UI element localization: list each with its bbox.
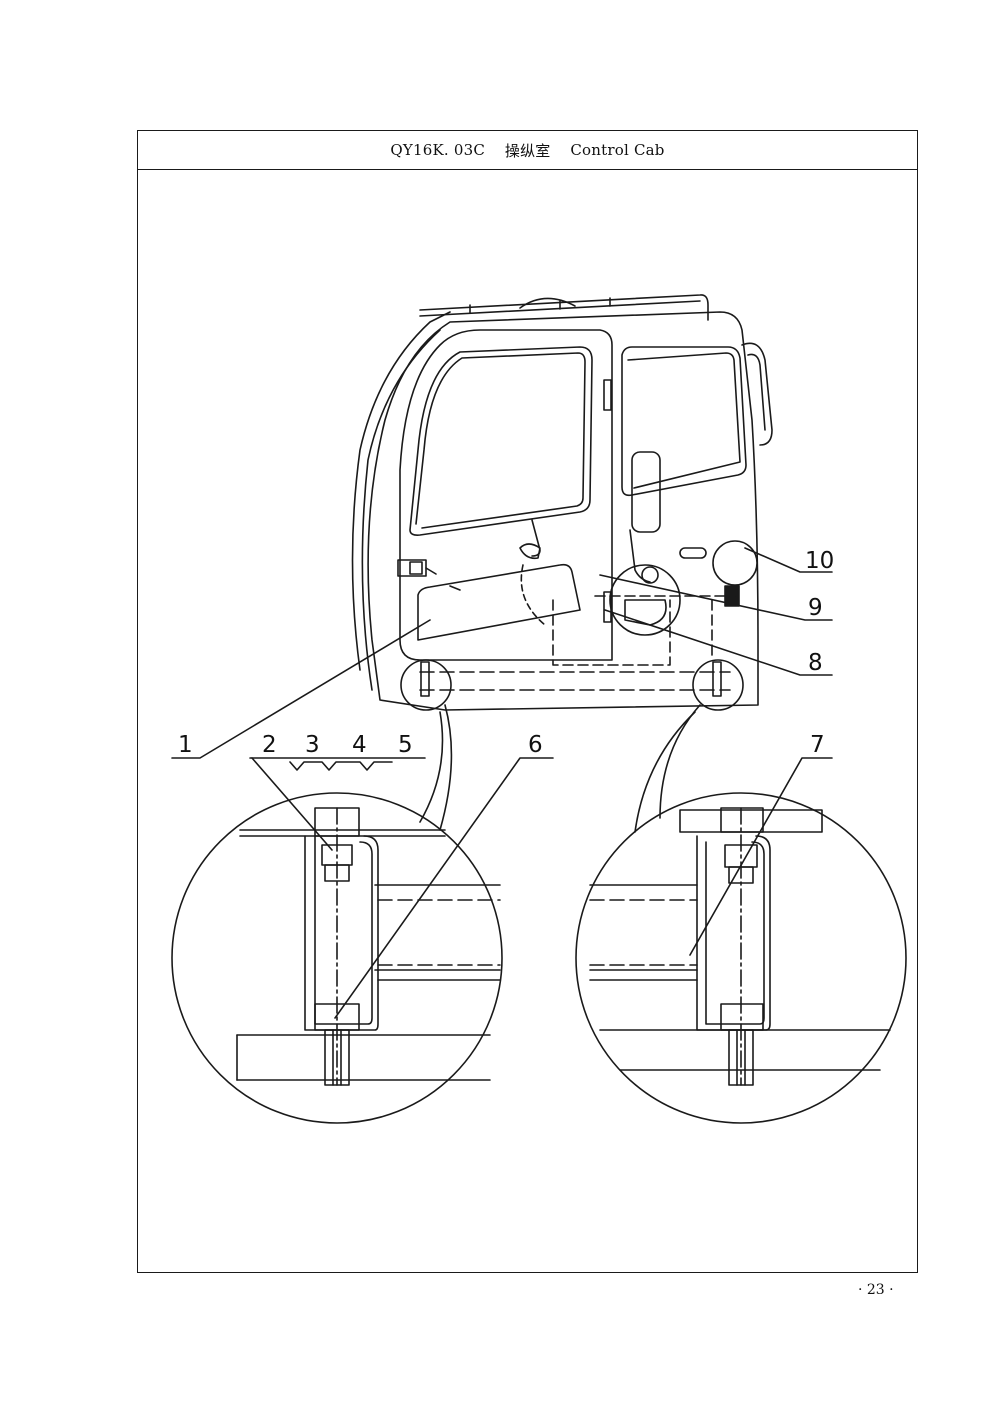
callout-9-leader: [599, 574, 833, 621]
callout-4: 4: [352, 732, 367, 758]
door-lower-panel: [417, 563, 581, 641]
detail-b-view: [575, 792, 907, 1124]
callout-6-leader: [334, 757, 554, 1019]
cab-outer-shell: [367, 311, 759, 711]
callout-6: 6: [528, 732, 543, 758]
door-lock-ring: [609, 564, 681, 636]
callout-10-leader: [744, 547, 833, 573]
part-code: QY16K. 03C: [390, 141, 486, 159]
roof-rail: [419, 294, 709, 321]
mirror-mount: [712, 540, 758, 586]
callout-9: 9: [808, 595, 823, 621]
detail-a-view: [171, 792, 503, 1124]
title-block: QY16K. 03C 操纵室 Control Cab: [138, 131, 917, 170]
callout-5: 5: [398, 732, 413, 758]
door-window: [409, 346, 593, 536]
callout-7-leader: [689, 757, 833, 956]
roof-hatch: [519, 297, 576, 309]
side-window: [621, 346, 747, 497]
callout-1: 1: [178, 732, 193, 758]
cab-door: [399, 329, 613, 661]
callout-8-leader: [604, 609, 833, 676]
callout-2: 2: [262, 732, 277, 758]
callout-7: 7: [810, 732, 825, 758]
side-grab-handle: [741, 342, 773, 446]
title-english: Control Cab: [570, 141, 665, 159]
callout-1-leader: [171, 619, 431, 759]
title-chinese: 操纵室: [504, 141, 551, 160]
callout-10: 10: [805, 548, 834, 574]
callout-8: 8: [808, 650, 823, 676]
page-number: · 23 ·: [858, 1282, 894, 1298]
detail-b-marker: [692, 659, 744, 711]
drawing-frame: QY16K. 03C 操纵室 Control Cab: [137, 130, 918, 1273]
detail-a-marker: [400, 659, 452, 711]
callout-3: 3: [305, 732, 320, 758]
